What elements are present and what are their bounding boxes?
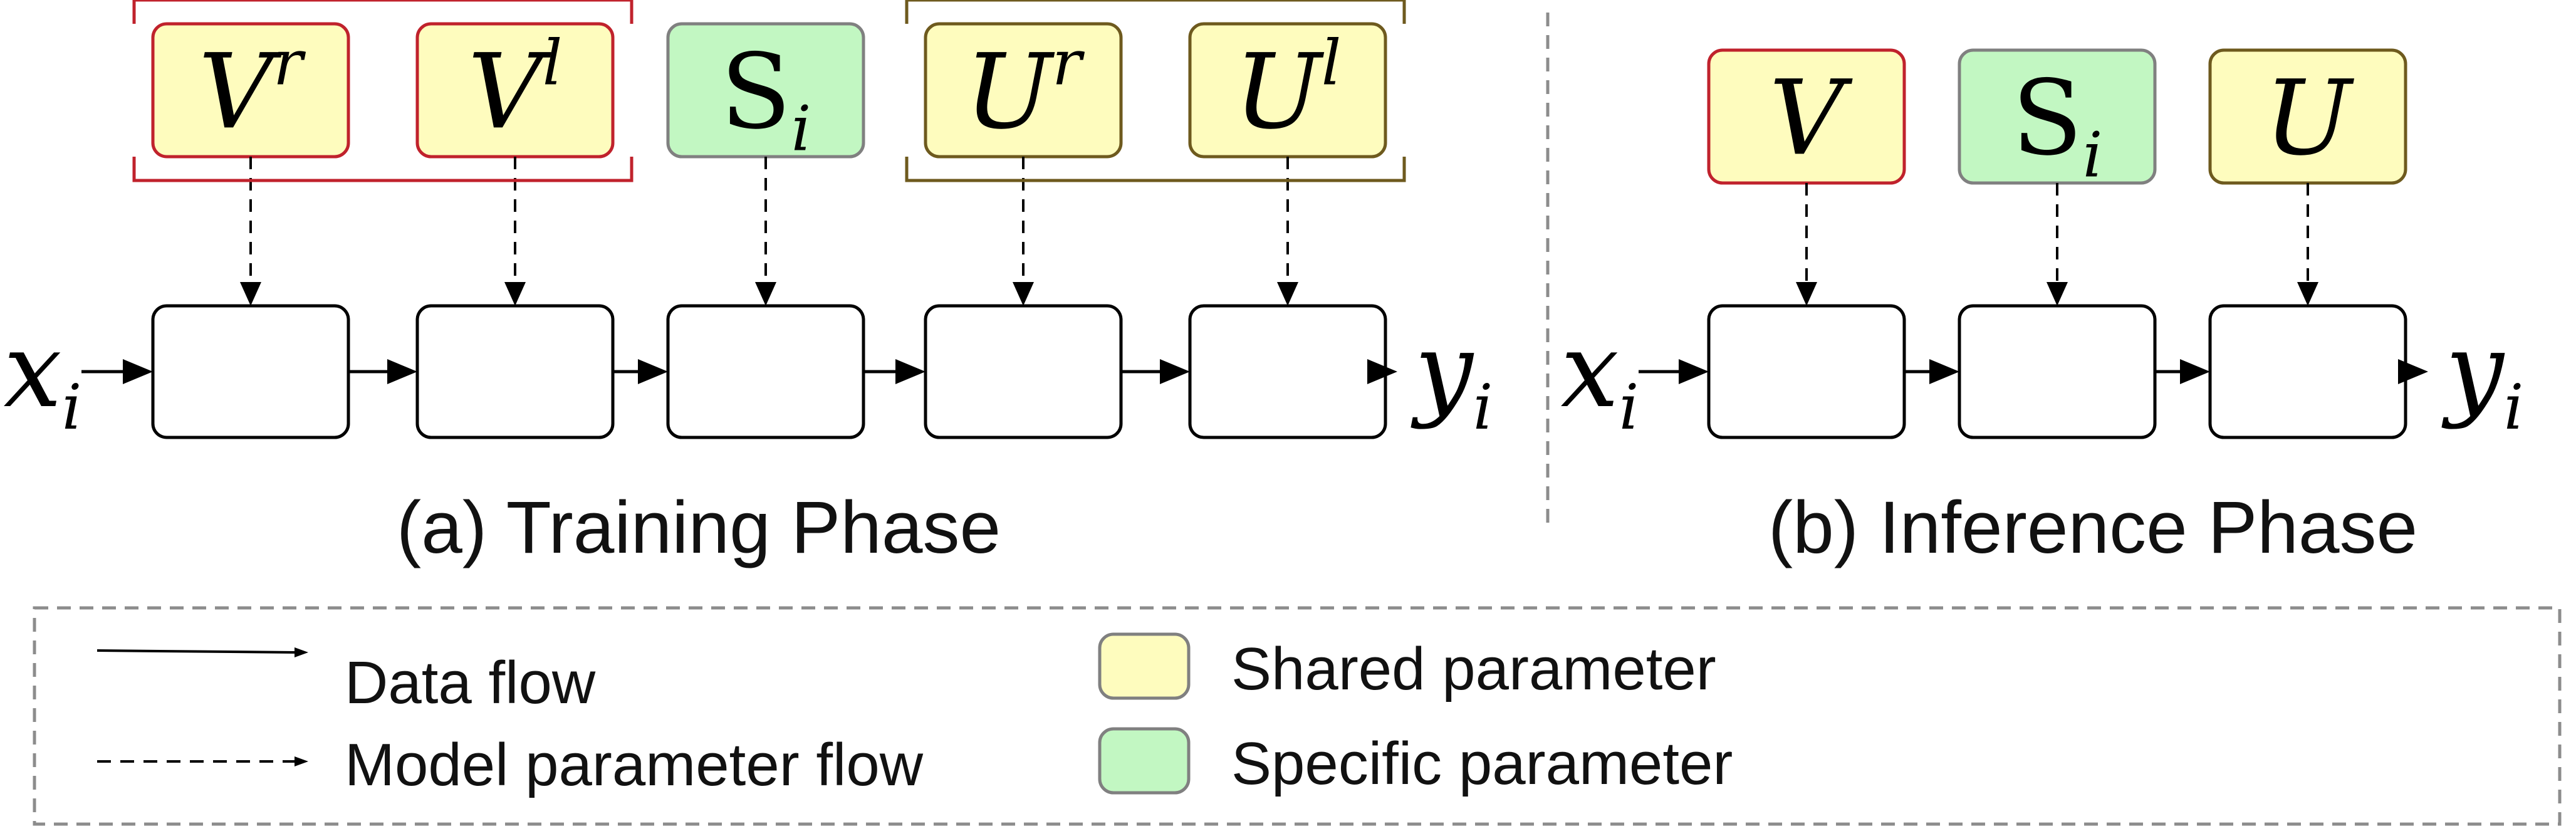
inference-param-label-2: U — [2264, 58, 2354, 178]
inference-block-0 — [1707, 304, 1906, 439]
training-param-flow-arrowhead-4 — [1277, 282, 1298, 306]
data-flow-arrow — [96, 649, 295, 654]
training-param-label-0-base: V — [199, 31, 283, 152]
specific-parameter-label: Specific parameter — [1231, 730, 1733, 797]
inference-input-symbol-subscript: i — [1619, 372, 1639, 444]
training-data-flow-arrow-2-head — [895, 359, 926, 384]
training-input-symbol-base: x — [4, 310, 62, 431]
training-data-flow-arrow-3-head — [1160, 359, 1190, 384]
training-param-label-3: Ur — [965, 27, 1085, 152]
inference-param-flow-arrowhead-2 — [2297, 282, 2318, 306]
shared-parameter-swatch — [1098, 632, 1191, 700]
training-param-flow-arrowhead-3 — [1013, 282, 1034, 306]
training-param-label-2-subscript: i — [791, 93, 811, 165]
legend: Data flow Model parameter flow Shared pa… — [33, 606, 2562, 826]
training-param-label-1: Vl — [468, 27, 563, 152]
training-caption: (a) Training Phase — [397, 486, 1001, 569]
shared-parameter-label: Shared parameter — [1231, 635, 1716, 703]
training-output-symbol-subscript: i — [1473, 372, 1493, 444]
training-data-flow-arrow-0-head — [387, 359, 417, 384]
inference-input-symbol: xi — [1561, 310, 1639, 444]
inference-param-label-1-subscript: i — [2083, 119, 2103, 191]
inference-caption: (b) Inference Phase — [1768, 486, 2417, 569]
training-output-symbol: yi — [1411, 310, 1493, 444]
inference-data-flow-arrow-1-head — [2180, 359, 2210, 384]
training-param-label-1-base: V — [468, 31, 552, 152]
inference-data-flow-arrow-0-head — [1929, 359, 1959, 384]
inference-block-2 — [2208, 304, 2407, 439]
training-group-bracket-bottom-0 — [132, 157, 634, 182]
inference-input-symbol-base: x — [1561, 310, 1619, 431]
inference-input-arrow-head — [1679, 359, 1709, 384]
inference-param-label-1: Si — [2012, 58, 2103, 191]
training-group-bracket-bottom-1 — [905, 157, 1406, 182]
training-data-flow-arrow-1-head — [638, 359, 668, 384]
training-output-symbol-base: y — [1411, 310, 1474, 431]
model-param-flow-arrowhead — [295, 756, 308, 766]
training-param-label-2-base: S — [721, 31, 791, 152]
training-param-label-4: Ul — [1234, 27, 1342, 152]
legend-frame — [33, 606, 2562, 826]
inference-param-label-2-base: U — [2264, 58, 2354, 178]
inference-output-symbol: yi — [2441, 310, 2524, 444]
training-input-symbol: xi — [4, 310, 82, 444]
inference-param-flow-arrowhead-0 — [1796, 282, 1817, 306]
training-block-2 — [666, 304, 865, 439]
inference-param-label-0-base: V — [1769, 58, 1853, 178]
specific-parameter-swatch — [1098, 727, 1191, 795]
training-block-3 — [924, 304, 1123, 439]
training-param-label-1-superscript: l — [543, 27, 563, 99]
inference-output-symbol-subscript: i — [2504, 372, 2524, 444]
data-flow-arrowhead — [295, 647, 308, 657]
training-param-label-0: Vr — [199, 27, 306, 152]
training-group-bracket-top-1 — [905, 0, 1406, 24]
training-param-label-3-base: U — [965, 31, 1055, 152]
training-param-label-4-base: U — [1234, 31, 1325, 152]
training-input-symbol-subscript: i — [62, 372, 82, 444]
training-param-label-3-superscript: r — [1052, 27, 1085, 99]
training-param-flow-arrowhead-1 — [504, 282, 526, 306]
inference-output-symbol-base: y — [2441, 310, 2505, 431]
training-param-flow-arrowhead-0 — [240, 282, 261, 306]
model-param-flow-label: Model parameter flow — [345, 731, 924, 798]
data-flow-label: Data flow — [345, 649, 596, 716]
training-input-arrow-head — [123, 359, 153, 384]
training-param-label-4-superscript: l — [1322, 27, 1342, 99]
training-param-label-2: Si — [721, 31, 811, 165]
training-block-0 — [151, 304, 350, 439]
training-block-1 — [415, 304, 615, 439]
training-group-bracket-top-0 — [132, 0, 634, 24]
inference-param-label-1-base: S — [2012, 58, 2083, 178]
inference-output-arrow-head — [2398, 359, 2428, 384]
training-param-label-0-superscript: r — [273, 27, 306, 99]
training-block-4 — [1188, 304, 1387, 439]
inference-param-label-0: V — [1769, 58, 1853, 178]
inference-block-1 — [1958, 304, 2157, 439]
inference-param-flow-arrowhead-1 — [2047, 282, 2068, 306]
training-output-arrow-head — [1367, 359, 1397, 384]
training-param-flow-arrowhead-2 — [755, 282, 776, 306]
